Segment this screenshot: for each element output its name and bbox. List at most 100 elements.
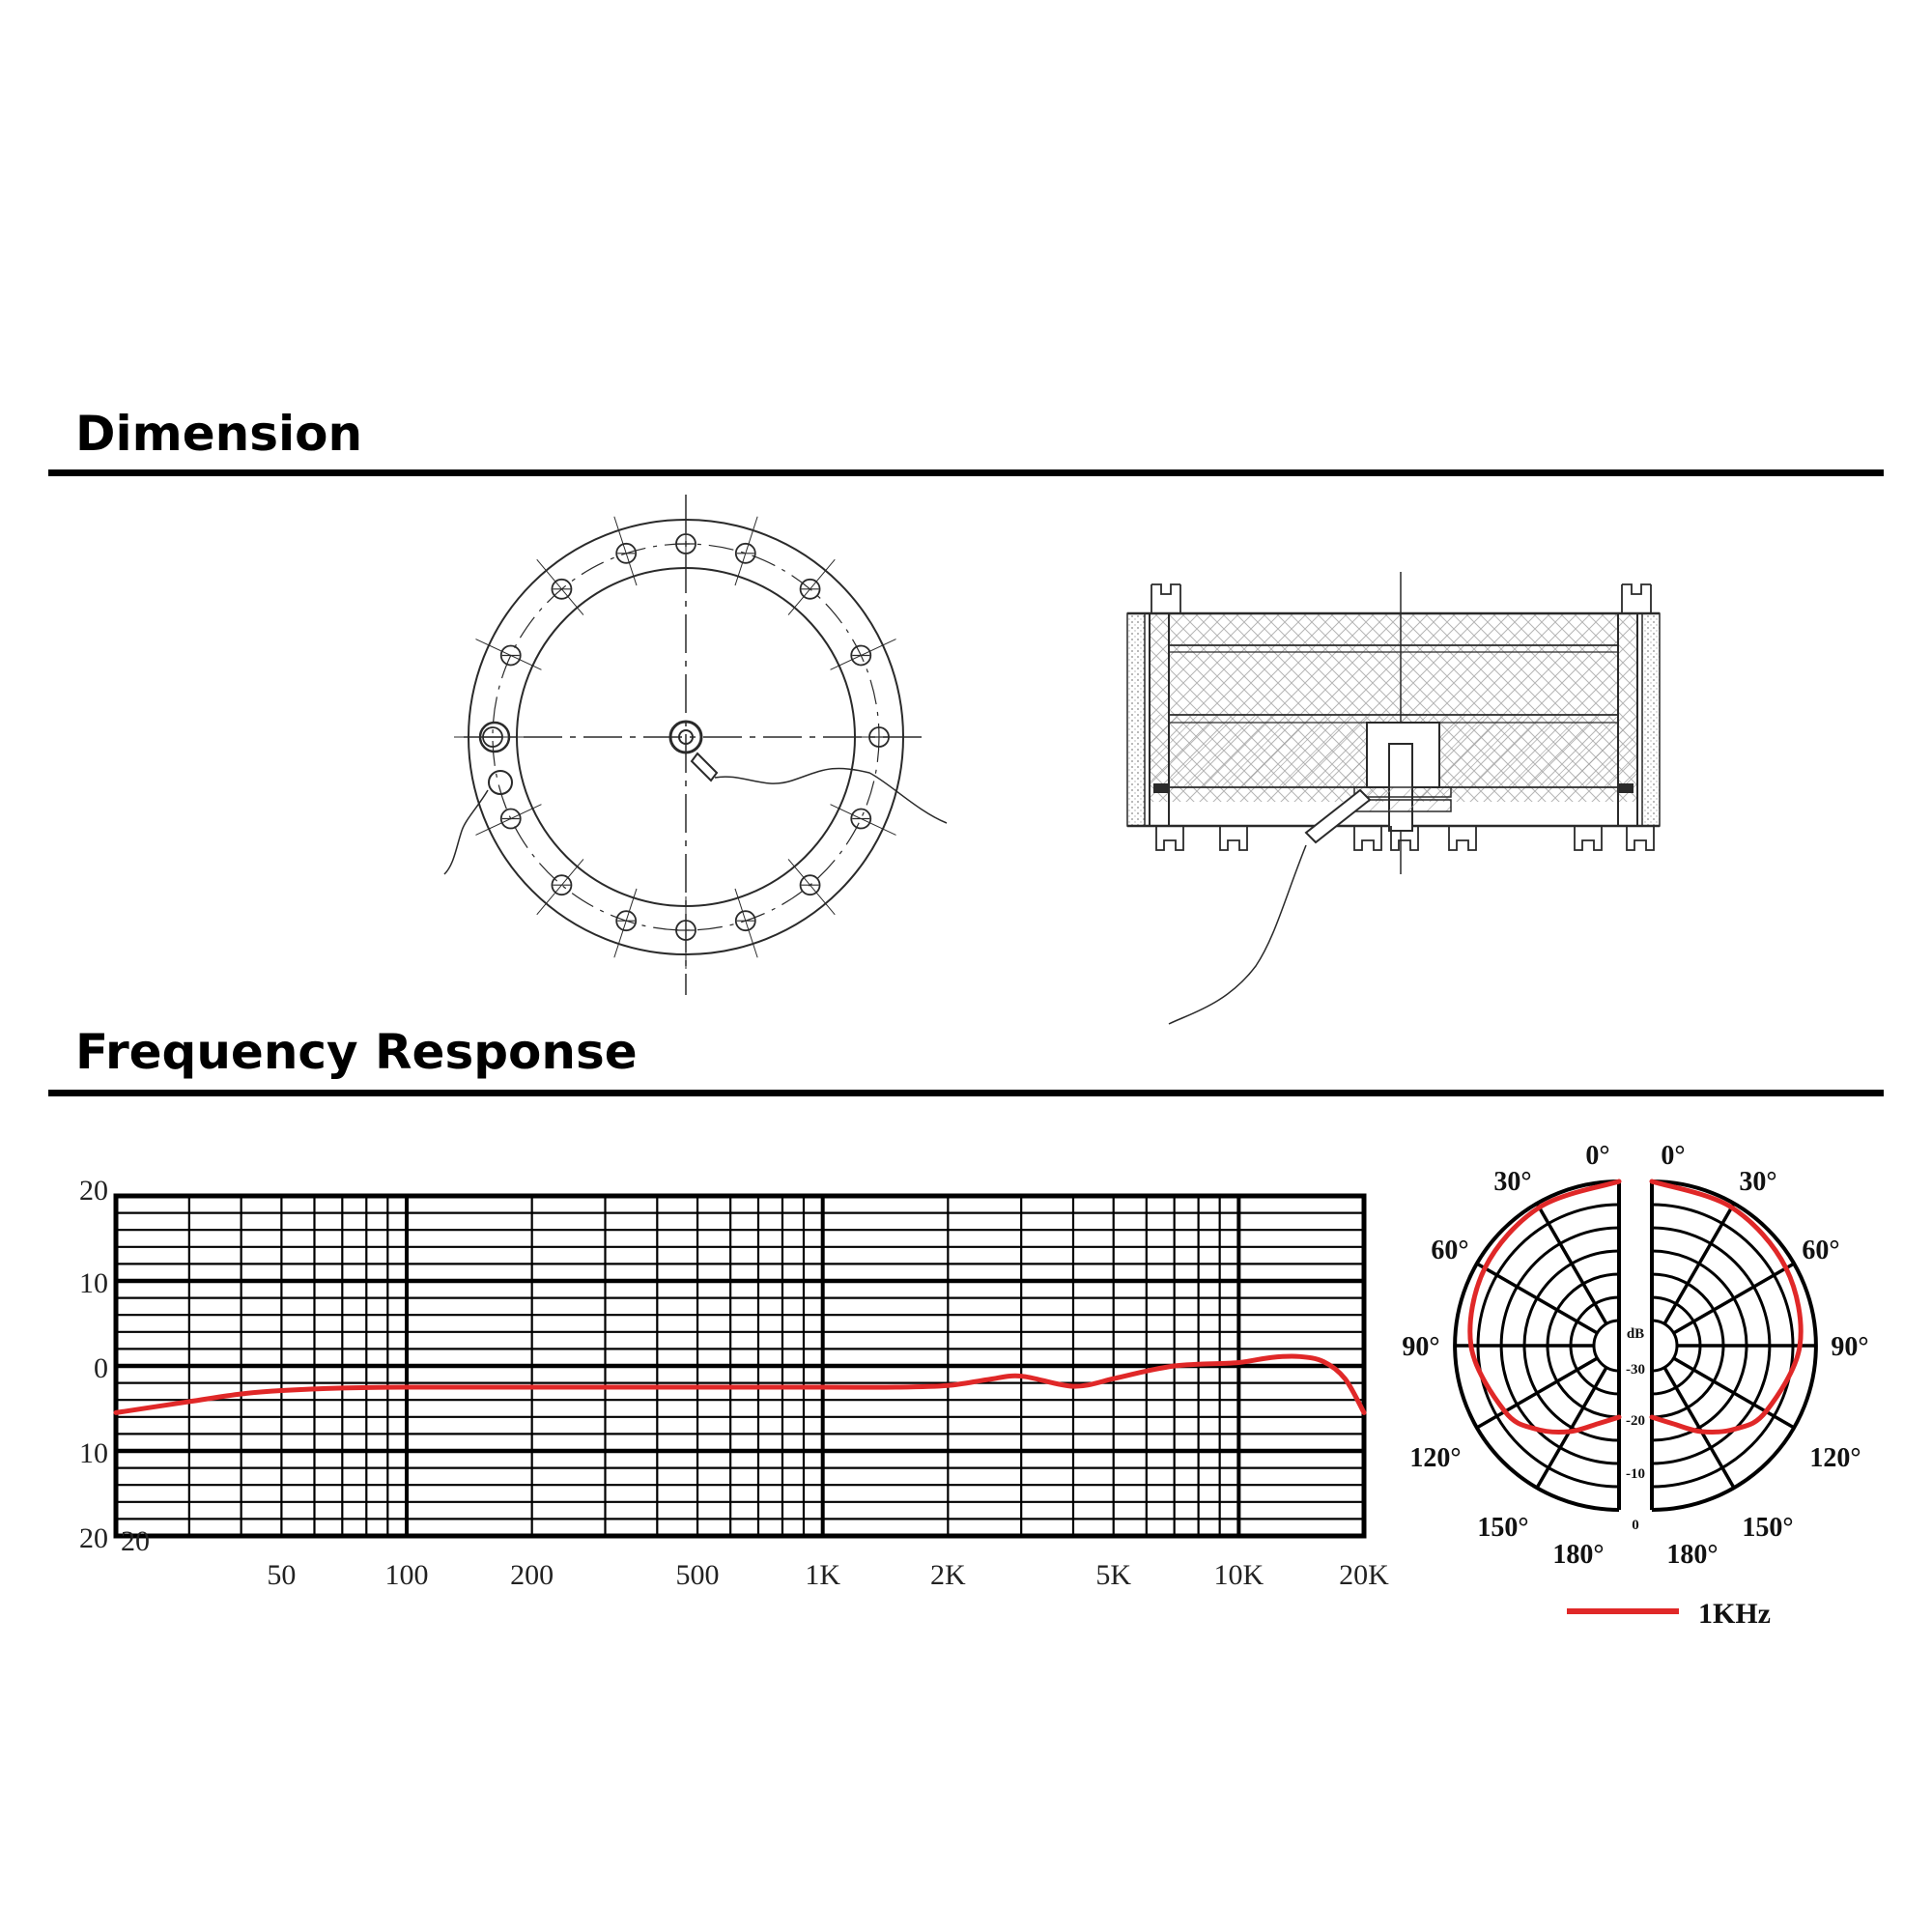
polar-angle-label: 120° (1809, 1443, 1861, 1473)
polar-spoke (1662, 1366, 1736, 1490)
bolt-hole (551, 578, 573, 600)
bolt-hole (615, 542, 638, 564)
polar-radial-label: -30 (1626, 1362, 1645, 1378)
polar-radial-label: -10 (1626, 1466, 1645, 1482)
bolt-radial-line (536, 859, 584, 916)
polar-angle-label: 30° (1493, 1167, 1531, 1197)
x-tick-label: 100 (385, 1559, 429, 1591)
y-tick-label: 10 (79, 1437, 108, 1469)
polar-angle-label: 120° (1409, 1443, 1461, 1473)
bolt-hole (615, 910, 638, 932)
polar-angle-label: 90° (1402, 1332, 1439, 1362)
x-tick-label: 20K (1339, 1559, 1389, 1591)
bolt-radial-line (787, 859, 836, 916)
terminal-hole (478, 721, 511, 753)
y-tick-label: 20 (79, 1175, 108, 1207)
polar-spoke (1535, 1366, 1608, 1490)
bolt-hole (734, 910, 756, 932)
top-clip (1151, 583, 1181, 613)
center-washer (1353, 786, 1452, 798)
polar-spoke (1672, 1262, 1796, 1335)
plot-frame (113, 1193, 1367, 1539)
bottom-foot (1219, 826, 1248, 851)
polar-spoke (1672, 1356, 1796, 1430)
polar-radial-label: 0 (1632, 1518, 1639, 1533)
polar-unit-label: dB (1627, 1326, 1644, 1342)
polar-radial-label: -20 (1626, 1413, 1645, 1429)
polar-spoke (1535, 1202, 1608, 1325)
lead-cable (1168, 844, 1307, 1025)
bottom-foot (1626, 826, 1655, 851)
x-tick-label: 5K (1095, 1559, 1131, 1591)
bolt-hole (850, 808, 872, 830)
bolt-radial-line (787, 558, 836, 615)
polar-ring (1651, 1319, 1679, 1373)
bottom-foot (1353, 826, 1382, 851)
cable-gland (1304, 788, 1372, 844)
polar-spoke (1475, 1356, 1599, 1430)
bolt-radial-line (830, 639, 896, 670)
section-divider (48, 1090, 1884, 1096)
terminal-hole (488, 770, 513, 795)
bolt-radial-line (475, 639, 542, 670)
bolt-hole (850, 644, 872, 667)
section-divider (48, 469, 1884, 476)
dimension-heading: Dimension (75, 406, 363, 462)
bottom-foot (1390, 826, 1419, 851)
bottom-foot (1448, 826, 1477, 851)
x-tick-label: 1K (805, 1559, 840, 1591)
y-tick-label: 0 (94, 1352, 108, 1384)
bolt-radial-line (475, 804, 542, 836)
x-tick-label: 2K (930, 1559, 966, 1591)
polar-angle-label: 0° (1661, 1141, 1685, 1171)
polar-angle-label: 150° (1742, 1513, 1793, 1543)
bottom-foot (1155, 826, 1184, 851)
polar-angle-label: 30° (1739, 1167, 1776, 1197)
x-tick-label: 10K (1214, 1559, 1264, 1591)
bottom-foot (1574, 826, 1603, 851)
x-tick-label: 50 (267, 1559, 296, 1591)
polar-angle-label: 90° (1831, 1332, 1868, 1362)
polar-angle-label: 0° (1585, 1141, 1609, 1171)
bolt-radial-line (734, 888, 758, 958)
lead-wire (714, 767, 948, 824)
x-tick-label: 500 (676, 1559, 720, 1591)
bolt-hole (799, 578, 821, 600)
polar-ring (1592, 1319, 1620, 1373)
bolt-hole (734, 542, 756, 564)
polar-angle-label: 60° (1802, 1236, 1839, 1265)
polar-response-curve (1649, 1179, 1804, 1435)
center-terminal-core (678, 729, 694, 745)
x-tick-label: 200 (510, 1559, 554, 1591)
polar-angle-label: 60° (1431, 1236, 1468, 1265)
y-tick-label: 10 (79, 1267, 108, 1299)
bolt-hole (499, 808, 522, 830)
x-tick-label: 20 (121, 1525, 150, 1557)
bolt-hole (499, 644, 522, 667)
polar-spoke (1662, 1202, 1736, 1325)
bolt-radial-line (536, 558, 584, 615)
bolt-radial-line (613, 888, 638, 958)
polar-angle-label: 180° (1666, 1540, 1718, 1570)
clamp-piece (1153, 783, 1170, 793)
bolt-radial-line (734, 516, 758, 586)
legend-label: 1KHz (1698, 1598, 1771, 1630)
clamp-piece (1617, 783, 1634, 793)
center-terminal (668, 720, 703, 754)
bolt-hole (799, 874, 821, 896)
response-curve (113, 1353, 1367, 1415)
polar-response-curve (1467, 1179, 1622, 1435)
center-lug (690, 752, 719, 782)
bolt-radial-line (830, 804, 896, 836)
bolt-radial-line (613, 516, 638, 586)
polar-angle-label: 150° (1477, 1513, 1528, 1543)
polar-angle-label: 180° (1552, 1540, 1604, 1570)
lead-wire (443, 789, 489, 875)
bolt-hole (551, 874, 573, 896)
y-tick-label: 20 (79, 1522, 108, 1554)
top-clip (1621, 583, 1652, 613)
